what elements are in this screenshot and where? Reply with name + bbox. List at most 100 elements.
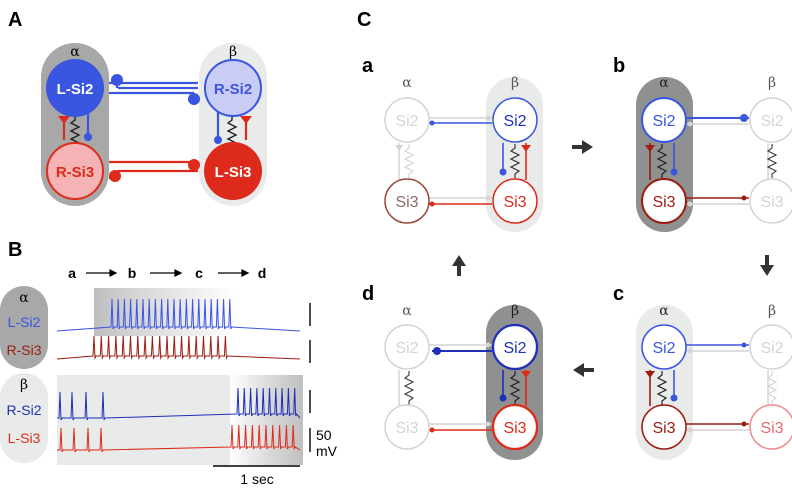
inhibitory-synapse-icon	[741, 195, 747, 201]
beta-label: β	[229, 44, 237, 60]
neuron-r-si3	[46, 142, 104, 200]
b-row-l-si2: L-Si2	[8, 314, 41, 330]
inhibitory-synapse-icon	[188, 93, 200, 105]
si2-label: Si2	[503, 340, 526, 357]
electrical-synapse-icon	[403, 371, 415, 405]
panel-b-labels: α L-Si2 R-Si3 β R-Si2 L-Si3	[0, 286, 48, 463]
si3-label: Si3	[760, 420, 783, 437]
arrow-down-icon	[760, 255, 774, 276]
si3-inhibitory-connections	[109, 159, 200, 182]
si2-label: Si2	[652, 113, 675, 130]
state-d-alpha-label: α	[402, 303, 412, 319]
b-row-l-si3: L-Si3	[8, 430, 41, 446]
inhibitory-synapse-icon	[741, 421, 747, 427]
panel-c-cycle-arrows	[452, 140, 774, 377]
si3-label: Si3	[503, 194, 526, 211]
state-b-alpha-label: α	[659, 75, 669, 91]
panel-b-scale-bars: 50 mV 1 sec	[213, 303, 338, 487]
trace-l-si2	[56, 298, 301, 332]
electrical-synapse-icon	[656, 144, 668, 178]
step-label-b: b	[128, 265, 137, 281]
alpha-group-bg	[0, 286, 48, 369]
neuron-l-si3-label: L-Si3	[215, 164, 252, 181]
si3-label: Si3	[395, 420, 418, 437]
si2-label: Si2	[760, 340, 783, 357]
alpha-burst-shading	[94, 288, 236, 336]
trace-l-si3	[57, 424, 301, 453]
state-a-beta-label: β	[511, 75, 519, 91]
excitatory-synapse-icon	[521, 371, 531, 378]
state-c-label: c	[613, 283, 624, 305]
state-c-alpha-label: α	[659, 303, 669, 319]
si3-label: Si3	[760, 194, 783, 211]
arrow-left-icon	[573, 363, 594, 377]
panel-a-circuit: α β	[41, 43, 267, 206]
trace-r-si2	[57, 387, 301, 421]
arrow-right-icon	[174, 269, 183, 277]
state-d: d α β Si2 Si3 Si2 Si3	[362, 283, 543, 460]
inhibitory-synapse-icon	[214, 136, 222, 144]
beta-burst-shading	[230, 375, 303, 465]
voltage-scale-value: 50	[316, 427, 332, 443]
state-c: c α β Si2 Si3 Si2 Si3	[613, 283, 792, 460]
inhibitory-synapse-icon	[429, 120, 435, 126]
state-b-label: b	[613, 55, 625, 77]
si2-label: Si2	[760, 113, 783, 130]
si3-label: Si3	[503, 420, 526, 437]
step-label-d: d	[258, 265, 267, 281]
electrical-synapse-icon	[509, 371, 521, 405]
panel-label-a: A	[8, 9, 22, 31]
step-label-a: a	[68, 265, 76, 281]
neuron-l-si2	[46, 59, 104, 117]
panel-label-c: C	[357, 9, 371, 31]
panel-label-b: B	[8, 239, 22, 261]
b-row-r-si2: R-Si2	[6, 402, 41, 418]
state-b: b α β Si2 Si3 Si2 Si3	[613, 55, 792, 232]
excitatory-synapse-icon	[645, 145, 655, 152]
panel-b-traces	[56, 288, 303, 465]
inhibitory-synapse-icon	[740, 114, 748, 122]
arrow-right-icon	[241, 269, 250, 277]
state-a: a α β Si2 Si3 Si2 Si3	[362, 55, 543, 232]
arrow-right-icon	[572, 140, 593, 154]
si3-label: Si3	[652, 194, 675, 211]
excitatory-synapse-icon	[240, 116, 252, 124]
neuron-r-si2	[204, 59, 262, 117]
neuron-l-si3	[204, 142, 262, 200]
inhibitory-synapse-icon	[741, 342, 747, 348]
neuron-r-si2-label: R-Si2	[214, 81, 252, 98]
si2-inhibitory-connections	[109, 74, 200, 105]
state-b-beta-label: β	[768, 75, 776, 91]
inhibitory-synapse-icon	[84, 133, 92, 141]
trace-r-si3	[56, 335, 301, 360]
electrical-synapse-icon	[656, 371, 668, 405]
inhibitory-synapse-icon	[111, 74, 123, 86]
state-d-label: d	[362, 283, 374, 305]
state-a-alpha-label: α	[402, 75, 412, 91]
state-a-label: a	[362, 55, 374, 77]
step-label-c: c	[195, 265, 203, 281]
voltage-scale-unit: mV	[316, 443, 338, 459]
electrical-synapse-icon	[766, 144, 778, 178]
inhibitory-synapse-icon	[433, 347, 441, 355]
state-c-beta-label: β	[768, 303, 776, 319]
beta-group-bg	[0, 373, 48, 463]
arrow-up-icon	[452, 255, 466, 276]
si3-label: Si3	[652, 420, 675, 437]
excitatory-synapse-icon	[645, 371, 655, 378]
inhibitory-synapse-icon	[188, 159, 200, 171]
excitatory-synapse-icon	[521, 145, 531, 152]
si2-label: Si2	[503, 113, 526, 130]
alpha-label: α	[70, 44, 80, 60]
time-scale-label: 1 sec	[240, 471, 273, 487]
inhibitory-synapse-icon	[429, 427, 435, 433]
si2-label: Si2	[395, 340, 418, 357]
si2-label: Si2	[652, 340, 675, 357]
si2-label: Si2	[395, 113, 418, 130]
inhibitory-synapse-icon	[109, 170, 121, 182]
b-alpha-label: α	[19, 290, 29, 306]
inhibitory-synapse-icon	[429, 201, 435, 207]
neuron-r-si3-label: R-Si3	[56, 164, 94, 181]
alpha-internal-synapses	[58, 110, 92, 150]
